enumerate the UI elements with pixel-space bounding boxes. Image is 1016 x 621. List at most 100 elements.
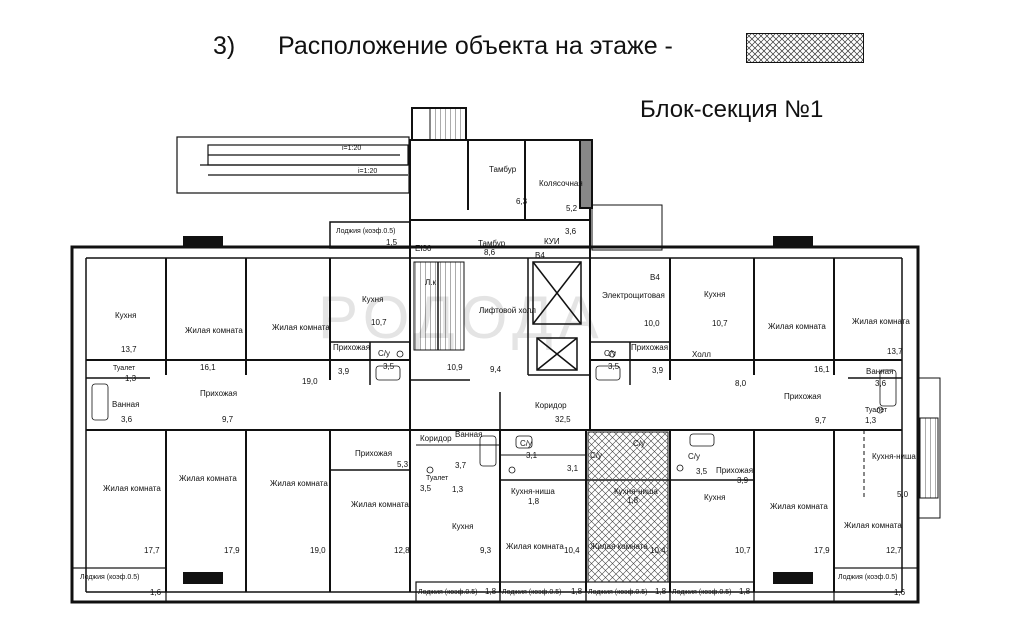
room-area: 5,0	[897, 490, 909, 499]
room-area: 10,4	[564, 546, 580, 555]
room-area: 8,6	[484, 248, 496, 257]
room-name: Кухня	[704, 493, 725, 502]
vent-label: В4	[650, 273, 660, 282]
room-area: 9,7	[815, 416, 827, 425]
room-area: 1,3	[865, 416, 877, 425]
room-area: 3,1	[526, 451, 538, 460]
highlighted-apartment	[587, 431, 669, 583]
staircase	[413, 261, 465, 351]
room-name: Ванная	[112, 400, 139, 409]
room-area: 1,8	[485, 587, 497, 596]
room-name: Лоджия (коэф.0.5)	[336, 228, 395, 235]
room-area: 6,3	[516, 197, 528, 206]
room-name: Кухня-ниша	[872, 452, 916, 461]
room-area: 8,0	[735, 379, 747, 388]
room-area: 10,9	[447, 363, 463, 372]
building-walls	[70, 220, 920, 604]
room-area: 10,4	[650, 546, 666, 555]
room-area: 9,3	[480, 546, 492, 555]
header-title: Расположение объекта на этаже -	[278, 32, 673, 60]
room-area: 3,9	[338, 367, 350, 376]
room-name: Жилая комната	[852, 317, 910, 326]
room-name: Жилая комната	[103, 484, 161, 493]
room-name: ЕI30	[415, 244, 432, 253]
room-area: 1,3	[125, 374, 137, 383]
room-name: Жилая комната	[768, 322, 826, 331]
room-area: 1,5	[386, 238, 398, 247]
room-name: Туалет	[426, 475, 449, 482]
room-area: 1,8	[571, 587, 583, 596]
room-name: Жилая комната	[179, 474, 237, 483]
balcony-chimneys	[183, 236, 813, 584]
ramp: i=1:20 i=1:20	[176, 136, 410, 194]
room-area: 3,6	[565, 227, 577, 236]
room-area: 3,5	[696, 467, 708, 476]
room-area: 3,6	[121, 415, 133, 424]
room-area: 17,7	[144, 546, 160, 555]
room-name: Коридор	[420, 434, 452, 443]
room-area: 9,4	[490, 365, 502, 374]
room-name: Прихожая	[631, 343, 668, 352]
room-name: Лоджия (коэф.0.5)	[502, 589, 561, 596]
room-name: Лоджия (коэф.0.5)	[80, 574, 139, 581]
elevator-shafts	[532, 261, 582, 371]
room-name: Кухня	[115, 311, 136, 320]
room-name: Лоджия (коэф.0.5)	[418, 589, 477, 596]
header-number: 3)	[213, 32, 236, 60]
room-name: Кухня	[362, 295, 383, 304]
room-area: 9,7	[222, 415, 234, 424]
room-name: С/у	[590, 451, 602, 460]
room-name: Электрощитовая	[602, 291, 665, 300]
room-name: Лифтовой холл	[479, 306, 536, 315]
legend-hatch-swatch	[746, 33, 864, 63]
room-name: Лоджия (коэф.0.5)	[838, 574, 897, 581]
room-name: С/у	[378, 349, 390, 358]
room-name: Л.к	[425, 278, 436, 287]
room-name: Прихожая	[716, 466, 753, 475]
room-name: Туалет	[865, 407, 888, 414]
room-area: 19,0	[302, 377, 318, 386]
room-area: 13,7	[887, 347, 903, 356]
room-name: Жилая комната	[770, 502, 828, 511]
room-area: 1,6	[150, 588, 162, 597]
room-name: Кухня	[452, 522, 473, 531]
room-name: Туалет	[113, 365, 136, 372]
room-area: 10,7	[371, 318, 387, 327]
room-area: 3,9	[737, 476, 749, 485]
room-area: 5,2	[566, 204, 578, 213]
room-area: 16,1	[814, 365, 830, 374]
right-exterior-stair	[917, 377, 941, 519]
room-area: 1,8	[739, 587, 751, 596]
room-name: Кухня-ниша	[511, 487, 555, 496]
room-name: С/у	[520, 439, 532, 448]
room-name: Колясочная	[539, 179, 583, 188]
room-name: Жилая комната	[185, 326, 243, 335]
room-area: 10,7	[735, 546, 751, 555]
room-name: С/у	[633, 439, 645, 448]
room-name: Жилая комната	[351, 500, 409, 509]
room-name: Коридор	[535, 401, 567, 410]
room-area: 1,8	[528, 497, 540, 506]
room-name: С/у	[604, 349, 616, 358]
loggias	[71, 567, 919, 603]
ramp-slope-label-lower: i=1:20	[358, 168, 377, 175]
room-name: С/у	[688, 452, 700, 461]
room-name: Жилая комната	[272, 323, 330, 332]
room-area: 12,8	[394, 546, 410, 555]
room-name: Прихожая	[784, 392, 821, 401]
room-area: 1,3	[452, 485, 464, 494]
room-area: 19,0	[310, 546, 326, 555]
vent-label: В4	[535, 251, 545, 260]
room-area: 10,0	[644, 319, 660, 328]
room-name: Жилая комната	[506, 542, 564, 551]
room-name: Жилая комната	[844, 521, 902, 530]
room-area: 3,9	[652, 366, 664, 375]
room-area: 1,8	[627, 496, 639, 505]
room-name: Прихожая	[355, 449, 392, 458]
room-area: 3,1	[567, 464, 579, 473]
room-name: Ванная	[866, 367, 893, 376]
room-name: Кухня-ниша	[614, 487, 658, 496]
fixtures	[91, 350, 897, 474]
room-name: Лоджия (коэф.0.5)	[672, 589, 731, 596]
room-name: Ванная	[455, 430, 482, 439]
